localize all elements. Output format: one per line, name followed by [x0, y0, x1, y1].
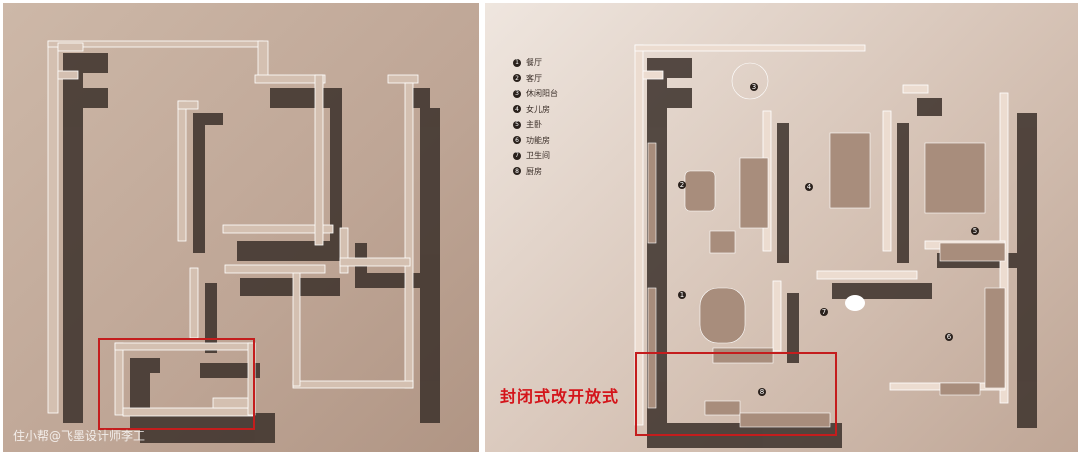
room-marker-2: 2 [678, 181, 686, 189]
kitchen-highlight-box [635, 352, 837, 436]
legend-label: 厨房 [526, 166, 542, 176]
legend-item: 4 女儿房 [513, 102, 558, 118]
number-badge: 6 [513, 136, 521, 145]
legend-label: 功能房 [526, 135, 550, 145]
legend-label: 餐厅 [526, 58, 542, 68]
number-badge: 3 [513, 89, 521, 98]
room-marker-3: 3 [750, 83, 758, 91]
original-floor-plan: 住小帮@飞墨设计师李工 [3, 3, 479, 452]
open-kitchen-annotation: 封闭式改开放式 [500, 387, 620, 406]
legend-item: 5 主卧 [513, 117, 558, 133]
number-badge: 4 [513, 105, 521, 114]
room-marker-1: 1 [678, 291, 686, 299]
legend-item: 6 功能房 [513, 133, 558, 149]
number-badge: 1 [513, 58, 521, 67]
renovated-floor-plan: 1 餐厅 2 客厅 3 休闲阳台 4 女儿房 5 主卧 6 功能房 7 卫生间 8 厨房 1 2… [485, 3, 1078, 452]
room-legend: 1 餐厅 2 客厅 3 休闲阳台 4 女儿房 5 主卧 6 功能房 7 卫生间 8 厨房 [513, 55, 558, 179]
legend-item: 1 餐厅 [513, 55, 558, 71]
legend-item: 8 厨房 [513, 164, 558, 180]
number-badge: 7 [513, 151, 521, 160]
room-marker-8: 8 [758, 388, 766, 396]
renovated-walls [634, 44, 1037, 448]
legend-label: 主卧 [526, 120, 542, 130]
legend-item: 7 卫生间 [513, 148, 558, 164]
room-marker-4: 4 [805, 183, 813, 191]
number-badge: 8 [513, 167, 521, 176]
legend-label: 客厅 [526, 73, 542, 83]
room-marker-6: 6 [945, 333, 953, 341]
room-marker-5: 5 [971, 227, 979, 235]
kitchen-highlight-box [98, 338, 255, 430]
legend-label: 卫生间 [526, 151, 550, 161]
number-badge: 5 [513, 120, 521, 129]
legend-item: 3 休闲阳台 [513, 86, 558, 102]
watermark: 住小帮@飞墨设计师李工 [13, 429, 146, 443]
room-marker-7: 7 [820, 308, 828, 316]
legend-label: 女儿房 [526, 104, 550, 114]
number-badge: 2 [513, 74, 521, 83]
legend-item: 2 客厅 [513, 71, 558, 87]
legend-label: 休闲阳台 [526, 89, 558, 99]
